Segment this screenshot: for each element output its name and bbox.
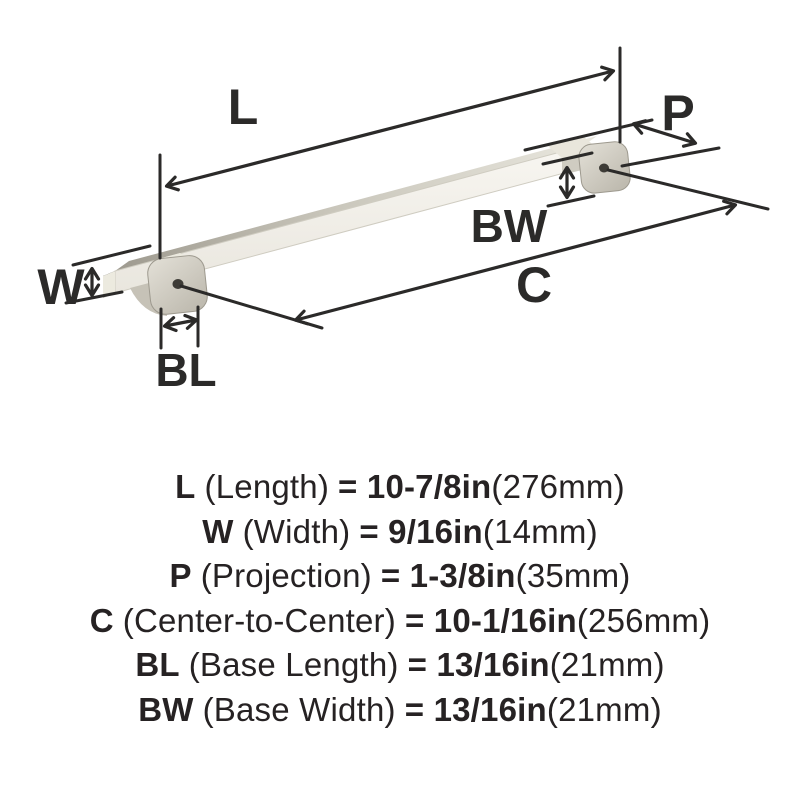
spec-symbol: C — [89, 601, 114, 639]
spec-value: = 10-1/16in — [404, 601, 577, 639]
handle-diagram-canvas: L P W BW C BL — [37, 46, 770, 396]
spec-label: (Width) — [242, 512, 351, 550]
dimension-line-P — [631, 119, 698, 148]
spec-symbol: BL — [135, 646, 180, 684]
spec-label: (Base Length) — [188, 646, 399, 684]
spec-value: = 1-3/8in — [380, 557, 516, 595]
spec-symbol: L — [175, 468, 196, 505]
spec-metric: (21mm) — [549, 646, 665, 684]
spec-label: (Projection) — [200, 557, 372, 595]
dimension-line-BL — [162, 313, 199, 333]
spec-symbol: BW — [138, 690, 194, 728]
spec-value: = 10-7/8in — [338, 468, 492, 505]
witness-line-W-bottom — [64, 290, 124, 305]
witness-line-W-top — [71, 244, 152, 267]
dimension-line-L — [164, 65, 616, 192]
spec-value: = 13/16in — [404, 690, 547, 728]
bar-left-end-cap — [103, 271, 115, 298]
witness-line-P-base — [620, 146, 721, 168]
spec-metric: (35mm) — [515, 557, 631, 595]
spec-metric: (21mm) — [546, 690, 662, 728]
witness-line-P-front — [523, 118, 654, 152]
spec-label: (Length) — [204, 468, 330, 505]
label-BW: BW — [471, 200, 548, 252]
spec-symbol: W — [202, 512, 234, 550]
spec-symbol: P — [169, 557, 192, 595]
leader-line-C-right — [606, 168, 770, 211]
witness-line-BW-bottom — [546, 194, 596, 208]
dimension-spec-list: L(Length)= 10-7/8in(276mm) W(Width)= 9/1… — [0, 465, 800, 733]
spec-metric: (256mm) — [576, 601, 711, 639]
label-C: C — [516, 257, 552, 313]
spec-line-center-to-center: C(Center-to-Center)= 10-1/16in(256mm) — [0, 599, 800, 644]
spec-line-width: W(Width)= 9/16in(14mm) — [0, 510, 800, 555]
spec-value: = 13/16in — [407, 646, 550, 684]
spec-line-projection: P(Projection)= 1-3/8in(35mm) — [0, 554, 800, 599]
witness-line-BW-top — [541, 151, 594, 166]
spec-metric: (276mm) — [491, 468, 625, 505]
label-BL: BL — [155, 344, 216, 396]
spec-line-base-width: BW(Base Width)= 13/16in(21mm) — [0, 688, 800, 733]
label-W: W — [37, 259, 85, 315]
spec-line-length: L(Length)= 10-7/8in(276mm) — [0, 465, 800, 510]
label-L: L — [228, 79, 259, 135]
spec-label: (Center-to-Center) — [122, 601, 396, 639]
spec-value: = 9/16in — [359, 512, 483, 550]
spec-label: (Base Width) — [202, 690, 396, 728]
spec-metric: (14mm) — [482, 512, 598, 550]
dimension-line-C — [293, 199, 738, 326]
spec-line-base-length: BL(Base Length)= 13/16in(21mm) — [0, 643, 800, 688]
label-P: P — [661, 85, 694, 141]
